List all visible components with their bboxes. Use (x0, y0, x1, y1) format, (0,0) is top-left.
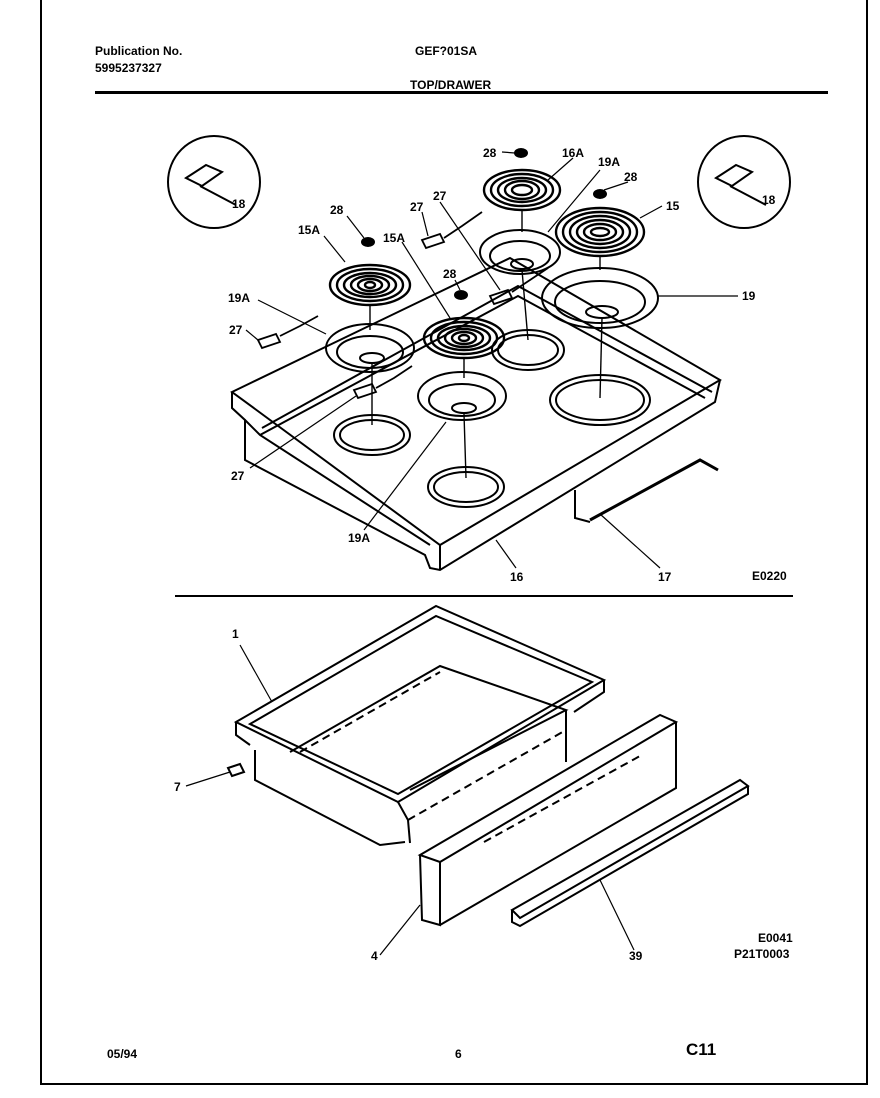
surface-elements (328, 168, 646, 360)
drawer-clip (226, 762, 246, 778)
center-leaders (369, 210, 603, 479)
receptacles (256, 211, 549, 400)
footer-page: 6 (455, 1047, 462, 1061)
section-separator (175, 595, 793, 597)
callout-19a-bottom: 19A (348, 531, 370, 545)
publication-number: 5995237327 (95, 61, 162, 75)
callout-27-upper: 27 (410, 200, 424, 214)
callout-labels: 18 18 28 16A 19A 28 15 27 27 28 15A 15A … (174, 146, 793, 963)
callout-19: 19 (742, 289, 756, 303)
section-title: TOP/DRAWER (410, 78, 492, 92)
callout-15: 15 (666, 199, 680, 213)
callout-18-right: 18 (762, 193, 776, 207)
callout-28-mid: 28 (443, 267, 457, 281)
drawer-part-code: P21T0003 (734, 947, 790, 961)
footer-code: C11 (686, 1040, 717, 1059)
callout-27-mid: 27 (433, 189, 447, 203)
callout-16: 16 (510, 570, 524, 584)
callout-18-left: 18 (232, 197, 246, 211)
callout-15a-left: 15A (298, 223, 320, 237)
footer-date: 05/94 (107, 1047, 138, 1061)
burner-caps (361, 148, 607, 300)
top-figure-code: E0220 (752, 569, 787, 583)
callout-7: 7 (174, 780, 181, 794)
callout-1: 1 (232, 627, 239, 641)
callout-28-top: 28 (483, 146, 497, 160)
callout-27-bottom: 27 (231, 469, 245, 483)
model-number: GEF?01SA (415, 44, 478, 58)
leader-lines (245, 151, 738, 569)
drawer-leaders (185, 644, 635, 956)
burner-openings (333, 329, 651, 508)
drawer-figure-code: E0041 (758, 931, 793, 945)
page-frame (40, 0, 868, 1085)
callout-28-right: 28 (624, 170, 638, 184)
drawer-trim (510, 778, 750, 928)
callout-27-left: 27 (229, 323, 243, 337)
drawer-front (417, 713, 679, 927)
drawer-body (233, 604, 607, 847)
cooktop-panel (230, 256, 722, 572)
callout-39: 39 (629, 949, 643, 963)
callout-17: 17 (658, 570, 672, 584)
trim-strip (589, 458, 719, 522)
callout-19a-left: 19A (228, 291, 250, 305)
inset-left-18 (167, 135, 261, 229)
callout-4: 4 (371, 949, 378, 963)
callout-28-left: 28 (330, 203, 344, 217)
inset-right-18 (697, 135, 791, 229)
callout-19a-top: 19A (598, 155, 620, 169)
callout-16a: 16A (562, 146, 584, 160)
publication-label: Publication No. (95, 44, 183, 58)
header-rule (95, 91, 828, 94)
callout-15a-mid: 15A (383, 231, 405, 245)
